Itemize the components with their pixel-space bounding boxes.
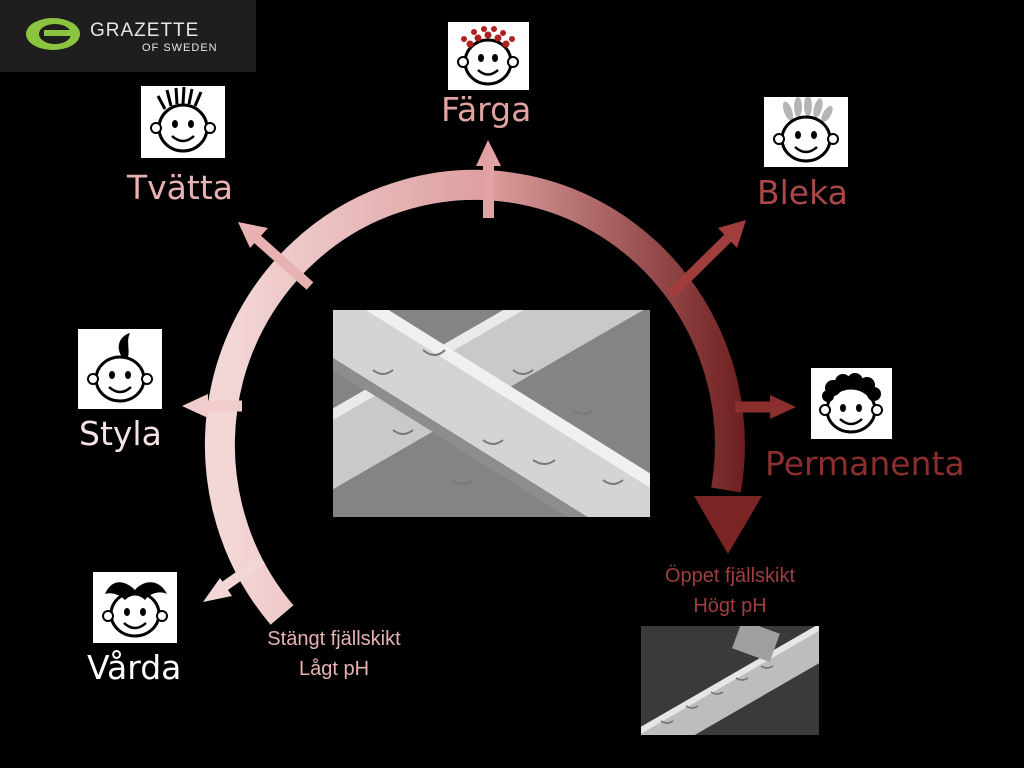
face-spiky-hair-icon (141, 86, 225, 158)
note-open-cuticle: Öppet fjällskikt Högt pH (630, 561, 830, 621)
label-varda: Vårda (87, 648, 182, 687)
note-open-line2: Högt pH (693, 595, 767, 617)
note-closed-line1: Stängt fjällskikt (267, 628, 401, 650)
note-open-line1: Öppet fjällskikt (664, 565, 796, 587)
arc-arrowhead (694, 496, 762, 554)
face-styled-hair-icon (78, 329, 162, 409)
face-bleached-hair-icon (764, 97, 848, 167)
hair-sem-image-open (641, 626, 819, 735)
hair-sem-image-main (333, 310, 650, 517)
arrow-bleka (666, 220, 746, 299)
note-closed-line2: Lågt pH (298, 658, 370, 680)
face-curly-hair-icon (811, 368, 892, 439)
label-tvatta: Tvätta (127, 168, 234, 207)
label-styla: Styla (79, 414, 162, 453)
arrow-farga (476, 140, 501, 218)
process-arc (204, 169, 745, 625)
grazette-logo-icon (26, 18, 80, 50)
label-bleka: Bleka (757, 173, 848, 212)
face-colored-hair-icon (448, 22, 529, 90)
arrow-tvatta (238, 222, 314, 290)
label-farga: Färga (441, 90, 532, 129)
face-cared-hair-icon (93, 572, 177, 643)
arrow-varda (203, 555, 265, 602)
note-closed-cuticle: Stängt fjällskikt Lågt pH (234, 624, 434, 684)
label-permanenta: Permanenta (765, 444, 965, 483)
logo-subtitle: OF SWEDEN (142, 42, 218, 54)
arrow-permanenta (735, 395, 796, 419)
arrow-styla (182, 394, 242, 418)
logo-name: GRAZETTE (90, 20, 200, 41)
